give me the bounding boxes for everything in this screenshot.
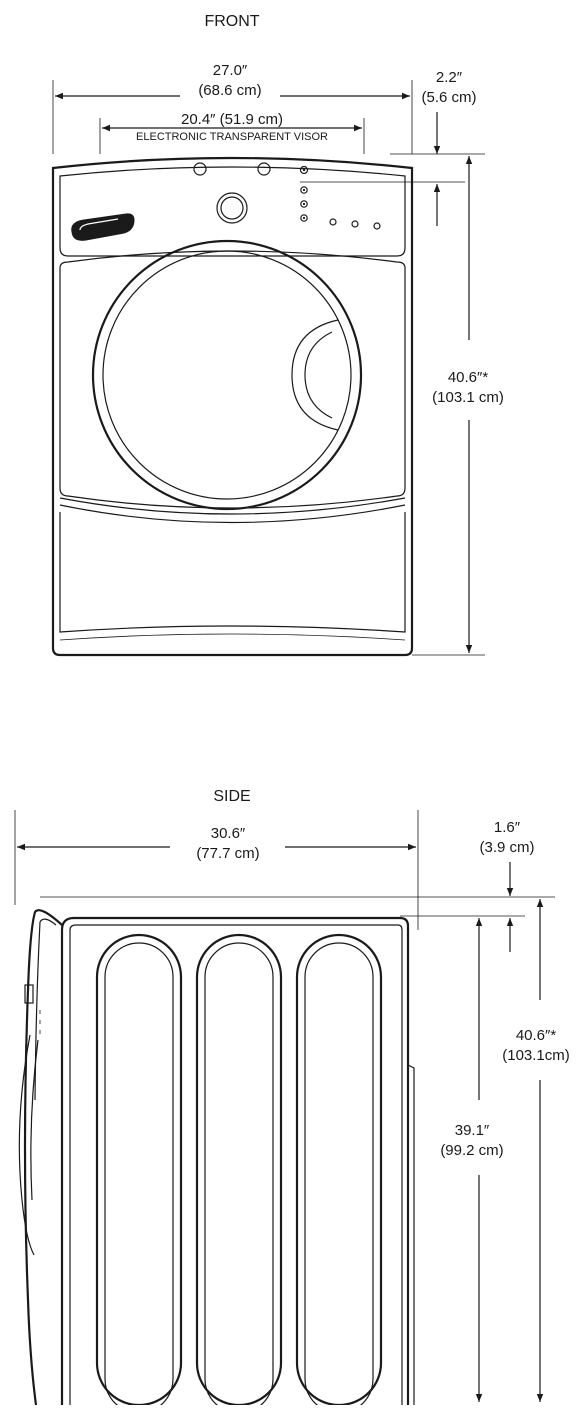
front-visor-dimension: 20.4″ (51.9 cm) ELECTRONIC TRANSPARENT V… [99, 111, 365, 154]
side-top-offset-dimension: 1.6″ (3.9 cm) [40, 819, 555, 952]
side-height-cm: (103.1cm) [502, 1047, 570, 1064]
side-depth-dimension: 30.6″ (77.7 cm) [14, 810, 419, 930]
side-top-offset-in: 1.6″ [494, 819, 521, 836]
knob-right-icon [257, 162, 271, 176]
front-dryer-body [51, 156, 414, 657]
indicator-lights [300, 186, 381, 230]
side-front-profile [23, 909, 63, 1406]
door-panel [59, 250, 406, 509]
front-visor-label: ELECTRONIC TRANSPARENT VISOR [136, 131, 328, 143]
door-inner [102, 250, 352, 500]
side-dryer-body [18, 909, 415, 1410]
side-height-in: 40.6″* [516, 1027, 557, 1044]
pedestal [59, 512, 406, 633]
front-title: FRONT [204, 13, 259, 30]
knob-left-icon [193, 162, 207, 176]
side-title: SIDE [213, 788, 250, 805]
front-width-in: 27.0″ [213, 62, 248, 79]
front-visor-height-in: 2.2″ [436, 69, 463, 86]
front-visor-dim: 20.4″ (51.9 cm) [181, 111, 283, 128]
dial-icon [216, 192, 248, 224]
front-visor-height-dimension: 2.2″ (5.6 cm) [300, 69, 485, 226]
side-latch [24, 984, 34, 1004]
side-panel-center [195, 933, 283, 1407]
side-cabinet-height-dimension: 39.1″ (99.2 cm) [440, 918, 504, 1402]
side-cabinet-height-in: 39.1″ [455, 1122, 490, 1139]
side-top-offset-cm: (3.9 cm) [479, 839, 534, 856]
door-outer [91, 239, 363, 511]
side-depth-in: 30.6″ [211, 825, 246, 842]
side-height-dimension: 40.6″* (103.1cm) [502, 899, 570, 1402]
front-visor-height-cm: (5.6 cm) [421, 89, 476, 106]
side-panel-right [295, 933, 383, 1407]
front-height-cm: (103.1 cm) [432, 389, 504, 406]
front-width-dimension: 27.0″ (68.6 cm) [52, 62, 413, 154]
display-window [71, 213, 135, 241]
side-cabinet-height-cm: (99.2 cm) [440, 1142, 503, 1159]
front-height-dimension: 40.6″* (103.1 cm) [412, 156, 504, 656]
side-door-bulge [18, 1034, 35, 1256]
side-depth-cm: (77.7 cm) [196, 845, 259, 862]
door-handle [291, 319, 339, 431]
front-width-cm: (68.6 cm) [198, 82, 261, 99]
front-height-in: 40.6″* [448, 369, 489, 386]
side-panel-left [95, 933, 183, 1407]
control-panel [59, 166, 406, 257]
